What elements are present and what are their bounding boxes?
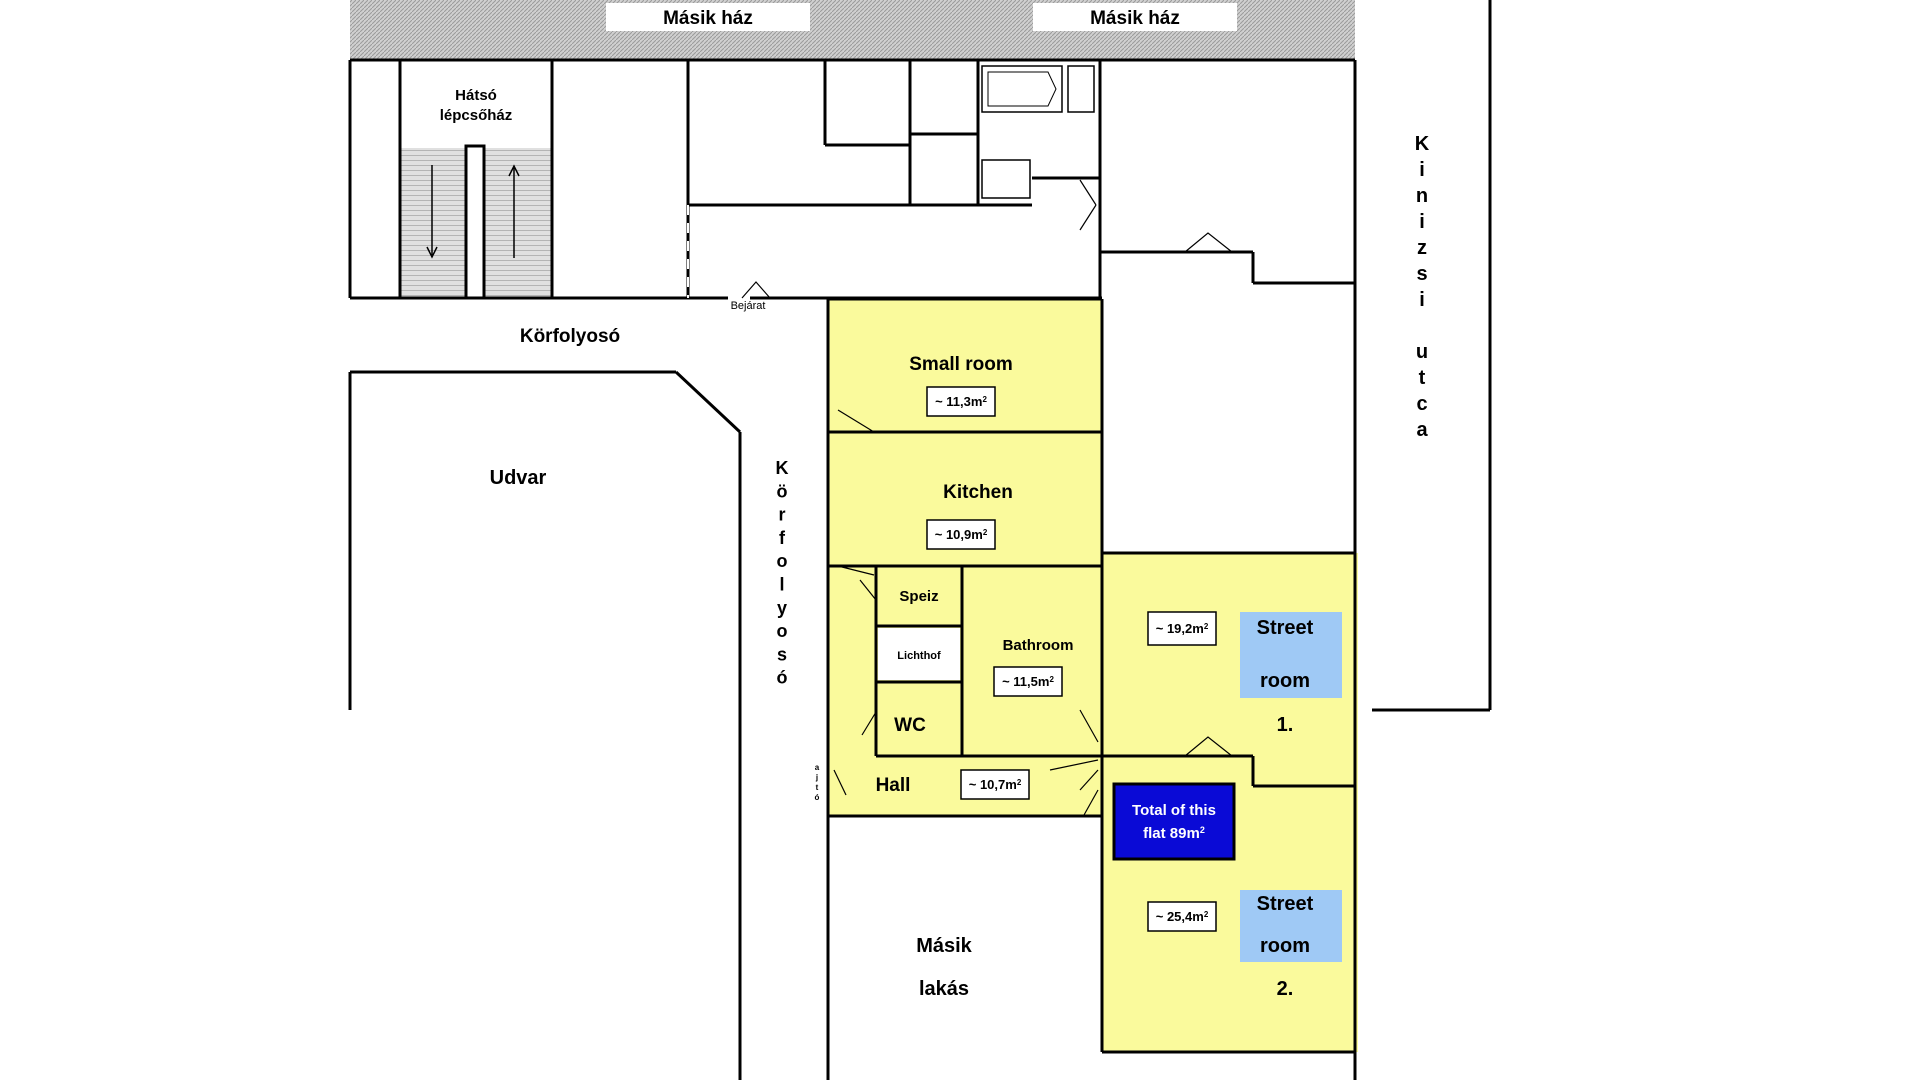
lichthof-area <box>878 628 960 680</box>
neighbor-banner-left <box>606 3 810 31</box>
bathroom-area: ~ 11,5m2 <box>1002 674 1054 689</box>
small-room-area-box <box>926 386 996 417</box>
bathtub-fixtures <box>981 65 1095 199</box>
street-room-2-area-box <box>1147 901 1217 932</box>
kitchen-area: ~ 10,9m2 <box>935 527 988 542</box>
street-room-2-area: ~ 25,4m2 <box>1156 909 1209 924</box>
kitchen-area-box <box>926 519 996 550</box>
other-flat-label-line1: Másik <box>916 935 972 957</box>
courtyard-label: Udvar <box>490 467 547 489</box>
corridor-vertical-letter: ö <box>777 481 788 501</box>
flat-walls <box>828 297 1355 1054</box>
street-room-1-number: 1. <box>1277 714 1294 736</box>
street-name-letter: i <box>1419 289 1425 311</box>
street-name-letter: a <box>1416 419 1428 441</box>
neighbor-label-right: Másik ház <box>1090 8 1180 29</box>
street-name-letter: i <box>1419 211 1425 233</box>
neighbor-label-left: Másik ház <box>663 8 753 29</box>
street-name-letter: K <box>1415 133 1430 155</box>
street-name-letter: s <box>1416 263 1427 285</box>
hall-area-box <box>960 769 1030 800</box>
street-room-2-highlight <box>1240 890 1342 962</box>
entrance-label: Bejárat <box>731 300 766 312</box>
corridor-vertical-label: Körfolyosó <box>776 458 789 688</box>
street-room-2-label-line2: room <box>1260 935 1310 957</box>
total-line1: Total of this <box>1132 802 1216 819</box>
small-room-area: ~ 11,3m2 <box>935 394 987 409</box>
staircase-label-line1: Hátsó <box>455 87 497 104</box>
building-walls <box>348 0 1492 1080</box>
back-staircase <box>400 144 552 300</box>
street-room-1-area: ~ 19,2m2 <box>1156 621 1209 636</box>
street-room-2-label-line1: Street <box>1257 893 1314 915</box>
corridor-vertical-letter: y <box>777 598 787 618</box>
total-line2: flat 89m2 <box>1143 825 1205 842</box>
side-door-letter: j <box>815 773 818 782</box>
bathroom-label: Bathroom <box>1003 637 1074 654</box>
street-room-2-number: 2. <box>1277 978 1294 1000</box>
corridor-vertical-letter: s <box>777 644 787 664</box>
corridor-vertical-letter: l <box>779 575 784 595</box>
kitchen-label: Kitchen <box>943 482 1013 503</box>
side-door-letter: t <box>816 783 819 792</box>
hall-area: ~ 10,7m2 <box>969 777 1022 792</box>
side-door-letter: a <box>815 763 820 772</box>
neighbor-banner-right <box>1033 3 1237 31</box>
total-area-box <box>1112 782 1236 861</box>
street-name-letter: t <box>1419 367 1426 389</box>
small-room-label: Small room <box>909 354 1012 375</box>
corridor-vertical-letter: K <box>776 458 789 478</box>
corridor-vertical-letter: o <box>777 621 788 641</box>
street-room-1-label-line2: room <box>1260 670 1310 692</box>
street-room-1-area-box <box>1147 611 1217 646</box>
street-room-1-label-line1: Street <box>1257 617 1314 639</box>
side-door-letter: ó <box>815 793 820 802</box>
corridor-vertical-letter: r <box>778 505 785 525</box>
street-name-letter: i <box>1419 159 1425 181</box>
lichthof-label: Lichthof <box>897 650 941 662</box>
corridor-horizontal-label: Körfolyosó <box>520 326 620 347</box>
door-swings <box>741 179 1233 816</box>
corridor-vertical-letter: ó <box>777 668 788 688</box>
bathroom-area-box <box>993 666 1063 697</box>
street-room-1-highlight <box>1240 612 1342 698</box>
corridor-vertical-letter: f <box>779 528 786 548</box>
corridor-vertical-letter: o <box>777 551 788 571</box>
street-name-letter: c <box>1416 393 1427 415</box>
street-name-letter: u <box>1416 341 1428 363</box>
wc-label: WC <box>894 715 926 736</box>
speiz-label: Speiz <box>899 588 938 605</box>
other-flat-label-line2: lakás <box>919 978 969 1000</box>
staircase-label-line2: lépcsőház <box>440 107 513 124</box>
hall-label: Hall <box>876 775 911 796</box>
street-name-letter: n <box>1416 185 1428 207</box>
street-name-letter: z <box>1417 237 1427 259</box>
